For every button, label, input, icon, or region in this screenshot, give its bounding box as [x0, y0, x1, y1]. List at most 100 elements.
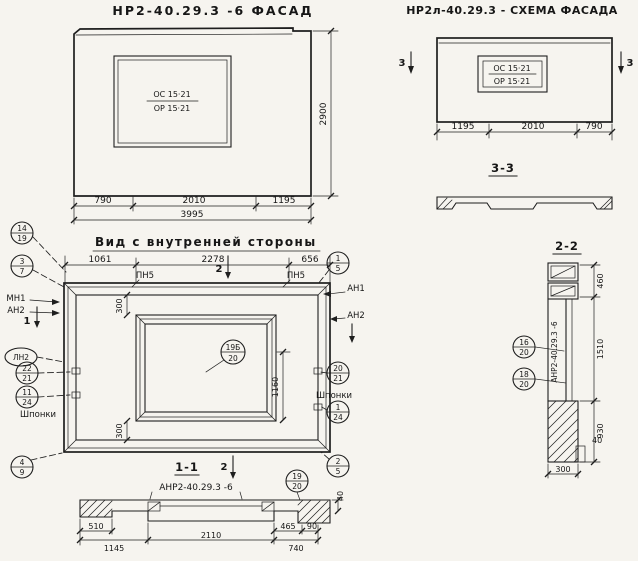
section-2-2: 2-2 АНР2-40.29.3 -6 4 — [512, 239, 605, 479]
svg-text:300: 300 — [115, 423, 124, 438]
section-3-3-title: 3-3 — [491, 161, 515, 175]
svg-text:20: 20 — [228, 354, 238, 363]
label-mn1: МН1 — [6, 294, 60, 305]
schema-panel-outline — [436, 37, 613, 123]
svg-text:19Б: 19Б — [226, 343, 241, 352]
svg-text:7: 7 — [20, 267, 25, 276]
dim-90: 90 — [307, 522, 317, 531]
inner-dims-top: 1061 2278 656 — [61, 255, 334, 284]
svg-text:20: 20 — [519, 348, 529, 357]
section-2-2-dims: 460 1510 930 300 — [544, 261, 605, 479]
section-2-2-mark-label: АНР2-40.29.3 -6 — [550, 321, 559, 382]
svg-text:ЛН2: ЛН2 — [13, 353, 29, 362]
svg-text:19: 19 — [292, 472, 302, 481]
dim-40-step: 40 — [592, 436, 602, 445]
svg-text:18: 18 — [519, 370, 529, 379]
svg-text:21: 21 — [22, 374, 32, 383]
schema-dims-bottom: 1195 2010 790 — [433, 122, 616, 141]
facade-dim-height: 2900 — [312, 27, 339, 200]
dim-40: 40 — [336, 491, 345, 501]
callout-19b-20: 19Б 20 — [205, 339, 246, 373]
callout-22-21: 22 21 — [15, 361, 71, 385]
schema-window-mark-2: ОР 15·21 — [494, 77, 531, 86]
facade-dim-3995: 3995 — [181, 210, 204, 220]
svg-text:24: 24 — [22, 398, 32, 407]
svg-text:АН2: АН2 — [347, 311, 365, 321]
facade-dims-bottom: 790 2010 1195 3995 — [70, 196, 315, 225]
facade-window-mark-2: ОР 15·21 — [154, 104, 191, 113]
svg-text:20: 20 — [519, 380, 529, 389]
callout-18-20: 18 20 — [512, 367, 567, 391]
dim-465: 465 — [280, 522, 295, 531]
svg-text:24: 24 — [333, 413, 343, 422]
schema-dim-2010: 2010 — [522, 122, 545, 132]
inner-panel-corner-miters — [63, 282, 331, 453]
svg-text:2: 2 — [221, 462, 228, 473]
svg-text:22: 22 — [22, 364, 32, 373]
inner-panel-outline — [63, 282, 331, 453]
section-3-3-profile — [436, 196, 613, 210]
section1-marker-left: 1 — [24, 306, 40, 328]
pn5-label-right: ПН5 — [287, 271, 305, 281]
facade-title: НР2-40.29.3 -6 ФАСАД — [112, 3, 313, 18]
inner-dim-300-bottom: 300 — [115, 417, 131, 444]
section-1-1-profile — [79, 499, 331, 524]
svg-text:2: 2 — [336, 457, 341, 466]
svg-text:16: 16 — [519, 338, 529, 347]
section-3-3: 3-3 — [436, 161, 613, 210]
section-1-1: 1-1 2 19 20 АНР2-40.29.3 -6 — [76, 455, 345, 553]
svg-text:3: 3 — [20, 257, 25, 266]
dim-1145: 1145 — [104, 544, 124, 553]
callout-19-20: 19 20 — [285, 469, 309, 501]
shponki-label-right: Шпонки — [316, 391, 352, 401]
callout-16-20: 16 20 — [512, 335, 565, 359]
section2-marker-bottom: 2 — [221, 455, 236, 479]
dim-510: 510 — [88, 522, 103, 531]
svg-text:МН1: МН1 — [6, 294, 25, 304]
inner-dim-1160: 1160 — [271, 348, 291, 424]
svg-text:9: 9 — [20, 468, 25, 477]
svg-text:5: 5 — [336, 467, 341, 476]
dim-740: 740 — [288, 544, 303, 553]
section-2-2-title: 2-2 — [555, 239, 579, 253]
svg-text:АН2: АН2 — [7, 306, 25, 316]
label-an1: АН1 — [323, 284, 365, 297]
schema-dim-790: 790 — [585, 122, 602, 132]
svg-text:19: 19 — [17, 234, 27, 243]
facade-dim-2900: 2900 — [319, 102, 329, 125]
dim-2110: 2110 — [201, 531, 221, 540]
schema-dim-1195: 1195 — [452, 122, 475, 132]
callout-1-24: 1 24 — [319, 400, 350, 424]
svg-text:1160: 1160 — [271, 377, 280, 397]
inner-dim-656: 656 — [301, 255, 318, 265]
hatch-left-block — [79, 499, 113, 518]
section-1-1-title: 1-1 — [175, 460, 199, 474]
schema-window-mark-1: ОС 15·21 — [493, 64, 530, 73]
svg-text:2: 2 — [216, 264, 223, 275]
callout-4-9: 4 9 — [10, 452, 63, 479]
hatch-right-block — [297, 499, 331, 524]
svg-text:21: 21 — [333, 374, 343, 383]
schema-drawing: НР2л-40.29.3 - СХЕМА ФАСАДА ОС 15·21 ОР … — [399, 4, 634, 141]
svg-text:14: 14 — [17, 224, 27, 233]
svg-text:1: 1 — [336, 254, 341, 263]
key-notches — [71, 367, 323, 411]
inner-view-drawing: Вид с внутренней стороны 1061 2278 656 П… — [4, 221, 365, 479]
svg-text:1: 1 — [24, 316, 31, 327]
facade-drawing: НР2-40.29.3 -6 ФАСАД ОС 15·21 ОР 15·21 2… — [70, 3, 339, 225]
svg-text:11: 11 — [22, 388, 32, 397]
inner-dim-1061: 1061 — [89, 255, 112, 265]
label-an2-left: АН2 — [7, 306, 60, 316]
dim-1510: 1510 — [596, 339, 605, 359]
callout-20-21: 20 21 — [319, 361, 350, 385]
facade-panel-outline — [73, 27, 312, 197]
schema-title: НР2л-40.29.3 - СХЕМА ФАСАДА — [406, 4, 618, 17]
shponki-label-left: Шпонки — [20, 410, 56, 420]
callout-1-5: 1 5 — [317, 251, 350, 285]
svg-text:3: 3 — [399, 58, 406, 69]
callout-ln2: ЛН2 — [4, 347, 65, 367]
svg-text:20: 20 — [333, 364, 343, 373]
section-2-2-bottom-block — [547, 400, 586, 463]
